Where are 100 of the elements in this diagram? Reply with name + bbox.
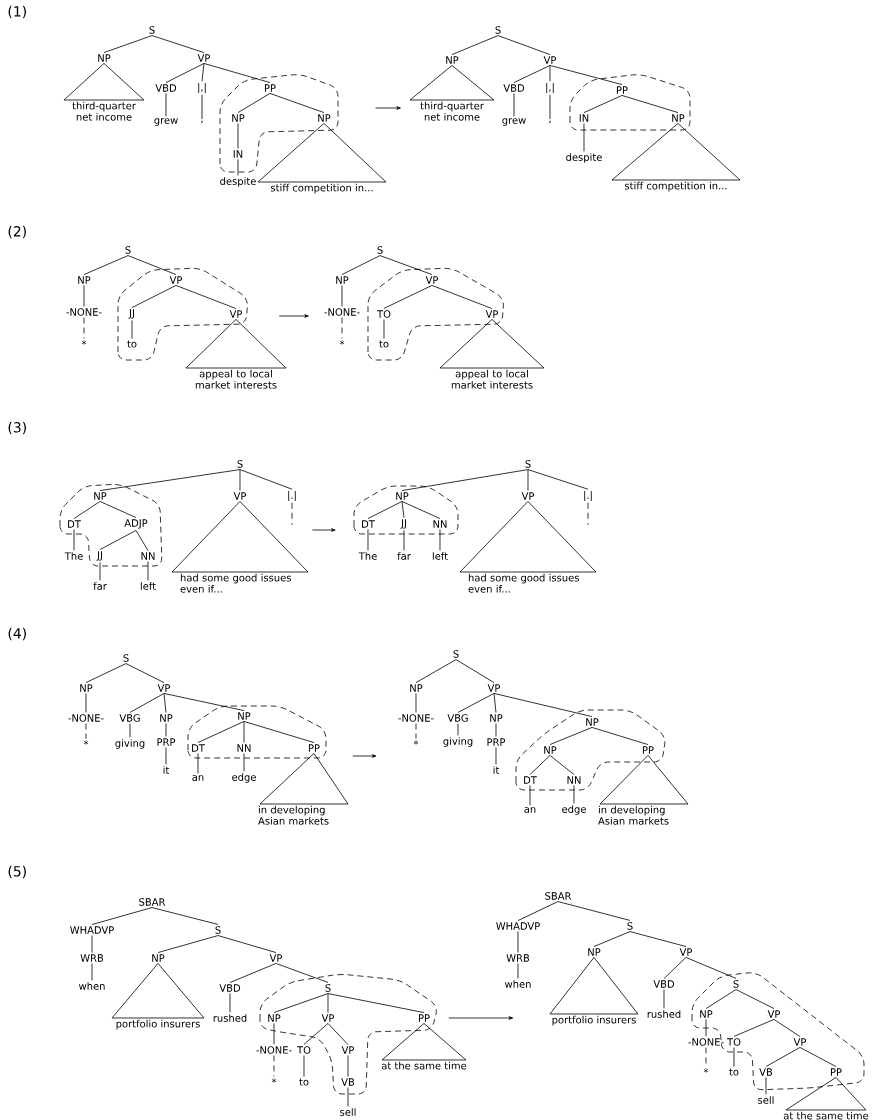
branch-line <box>495 723 497 737</box>
branch-line <box>705 1019 707 1037</box>
branch-line <box>347 1087 349 1107</box>
triangle <box>171 501 309 573</box>
branch-line <box>403 530 405 551</box>
transformation-arrow <box>352 754 377 758</box>
branch-line <box>237 93 271 113</box>
branch-line <box>513 65 551 83</box>
branch-line <box>85 693 87 713</box>
branch-line <box>773 1019 801 1037</box>
branch-line <box>341 255 381 275</box>
branch-line <box>103 35 153 53</box>
branch-line <box>529 755 551 775</box>
branch-line <box>629 931 687 947</box>
branch-line <box>237 123 239 149</box>
branch-line <box>383 319 385 340</box>
branch-line <box>401 501 441 519</box>
triangle <box>409 65 495 101</box>
branch-line <box>83 255 129 275</box>
branch-line <box>131 285 177 308</box>
triangle <box>259 753 349 805</box>
branch-line <box>237 159 239 176</box>
branch-line <box>455 659 495 683</box>
branch-line <box>273 993 329 1013</box>
branch-line <box>517 901 559 921</box>
branch-line <box>327 993 329 1013</box>
branch-line <box>733 1019 775 1037</box>
branch-line <box>151 35 205 53</box>
triangle <box>185 319 287 369</box>
triangle <box>549 957 639 1015</box>
branch-line <box>517 931 519 953</box>
branch-line <box>549 727 593 745</box>
branch-line <box>135 530 149 551</box>
branch-line <box>203 63 271 83</box>
branch-line <box>327 993 425 1013</box>
branch-line <box>273 1023 275 1045</box>
branch-line <box>529 785 531 806</box>
branch-line <box>217 935 277 953</box>
branch-line <box>197 753 199 774</box>
branch-line <box>273 1055 275 1077</box>
branch-line <box>125 663 165 683</box>
branch-line <box>549 65 623 85</box>
branch-line <box>147 561 149 581</box>
branch-line <box>735 989 775 1009</box>
branch-line <box>275 963 329 983</box>
branch-line <box>573 785 575 804</box>
branch-line <box>799 1047 837 1067</box>
branch-line <box>765 1047 801 1067</box>
branch-line <box>347 1055 349 1077</box>
transformation-arrow <box>448 1016 514 1020</box>
branch-line <box>517 963 519 979</box>
branch-line <box>685 957 737 979</box>
branch-line <box>201 63 205 82</box>
branch-line <box>765 1077 767 1095</box>
branch-line <box>157 935 219 953</box>
branch-line <box>705 1047 707 1067</box>
triangle <box>63 63 145 101</box>
transformation-arrow <box>311 528 336 532</box>
branch-line <box>303 1023 329 1045</box>
branch-line <box>239 469 293 490</box>
branch-line <box>495 747 497 765</box>
branch-line <box>401 501 405 518</box>
branch-line <box>99 469 241 491</box>
branch-line <box>85 723 87 739</box>
branch-line <box>415 723 417 739</box>
branch-line <box>493 693 593 717</box>
branch-line <box>383 285 433 309</box>
branch-line <box>83 317 85 339</box>
branch-line <box>549 755 575 775</box>
branch-line <box>229 993 231 1013</box>
branch-line <box>379 255 433 275</box>
branch-line <box>593 931 631 947</box>
branch-line <box>439 529 441 551</box>
triangle <box>611 123 741 181</box>
branch-line <box>163 693 167 713</box>
branch-line <box>527 469 529 491</box>
triangle <box>599 755 689 805</box>
branch-line <box>83 285 85 307</box>
branch-line <box>341 317 343 339</box>
branch-line <box>243 721 315 743</box>
branch-line <box>415 659 457 683</box>
branch-line <box>165 63 205 83</box>
branch-line <box>587 502 589 522</box>
branch-line <box>367 501 403 519</box>
branch-line <box>165 93 167 117</box>
branch-line <box>457 693 495 713</box>
branch-line <box>457 723 459 736</box>
branch-line <box>99 562 101 581</box>
branch-line <box>549 65 551 82</box>
branch-line <box>73 501 101 519</box>
transformation-arrow <box>278 314 309 318</box>
branch-line <box>201 94 203 120</box>
branch-line <box>99 530 137 550</box>
branch-line <box>663 957 687 979</box>
branch-line <box>131 320 133 340</box>
branch-line <box>239 469 241 491</box>
branch-line <box>341 285 343 307</box>
triangle <box>459 501 597 573</box>
branch-line <box>557 901 631 921</box>
branch-line <box>367 529 369 551</box>
